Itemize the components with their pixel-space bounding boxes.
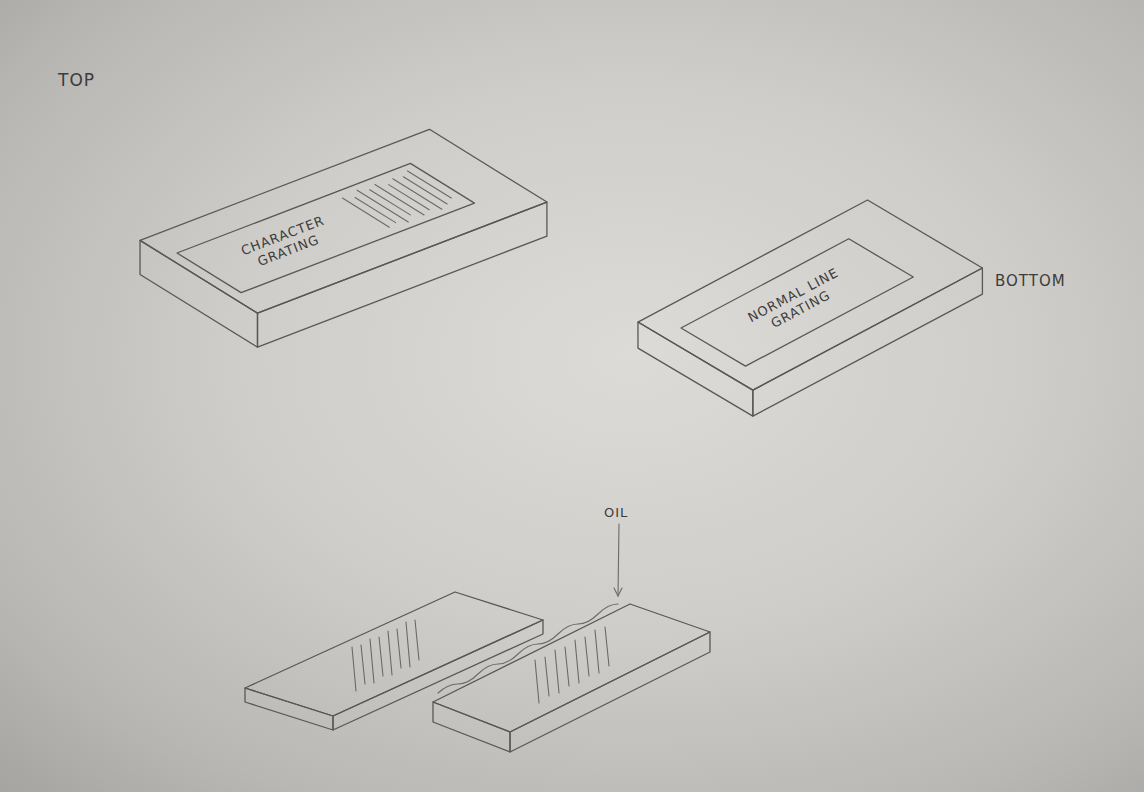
grating-line	[342, 186, 389, 239]
leader-arrowhead	[614, 588, 622, 596]
grating-line	[379, 637, 383, 676]
grating-line	[352, 647, 356, 691]
grating-line	[555, 650, 559, 693]
plate-side-face	[245, 688, 333, 730]
plate-side-face	[627, 289, 763, 448]
grating-line	[535, 660, 539, 703]
grating-lines	[535, 627, 609, 703]
grating-line	[575, 640, 579, 683]
grating-line	[545, 657, 549, 696]
grating-line	[406, 622, 410, 667]
grating-label: NORMAL LINE GRATING	[733, 258, 861, 346]
sketch-note: OIL	[604, 505, 628, 520]
plate-top-face	[140, 99, 547, 343]
grating-line	[370, 639, 374, 683]
oil-film-line	[438, 604, 618, 693]
plate-side-face	[129, 210, 269, 377]
grating-line	[415, 620, 419, 660]
grating-line	[393, 166, 442, 221]
leader-line	[618, 524, 619, 596]
grating-line	[565, 647, 569, 686]
grating-area: CHARACTER GRATING	[177, 147, 474, 309]
plate-front-face	[333, 620, 543, 730]
grating-line	[605, 627, 609, 666]
grating-line	[585, 637, 589, 676]
grating-line	[388, 631, 392, 675]
grating-area: NORMAL LINE GRATING	[681, 220, 913, 384]
grating-outline-shape	[177, 147, 474, 309]
grating-line	[595, 630, 599, 673]
grating-label: CHARACTER GRATING	[228, 208, 344, 278]
grating-line	[397, 629, 401, 668]
top-plate	[129, 99, 559, 377]
grating-outline-shape	[681, 220, 913, 384]
plate-top-face	[433, 604, 710, 732]
bottom-plate	[627, 167, 993, 448]
assembled-plates	[245, 524, 710, 752]
sketch-note: TOP	[58, 70, 95, 90]
grating-lines	[342, 160, 454, 241]
grating-lines	[352, 620, 419, 691]
plate-side-face	[433, 702, 510, 752]
grating-line	[375, 172, 424, 227]
sketch-note: BOTTOM	[995, 272, 1066, 290]
grating-line	[357, 177, 408, 235]
plate-front-face	[510, 632, 710, 752]
grating-line	[361, 645, 365, 684]
plate-front-face	[742, 268, 993, 416]
